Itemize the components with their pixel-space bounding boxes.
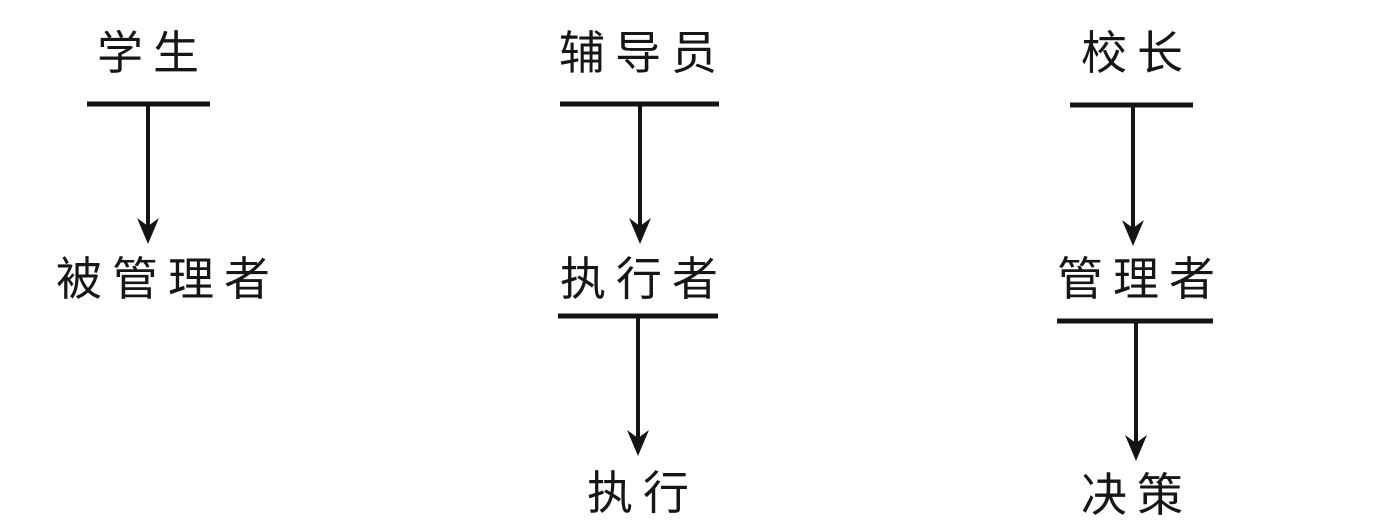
node-label-executor: 执行者 [560, 252, 728, 306]
node-label-managed: 被管理者 [56, 252, 280, 306]
connector-student [87, 101, 210, 244]
node-label-decision: 决策 [1081, 468, 1193, 522]
arrow-down-icon [1125, 435, 1147, 461]
arrow-down-icon [629, 218, 651, 244]
arrow-down-icon [1122, 220, 1144, 246]
node-label-student: 学生 [97, 26, 209, 80]
arrow-down-icon [137, 218, 159, 244]
node-label-manager: 管理者 [1057, 252, 1225, 306]
connector-principal-lower [1057, 318, 1213, 461]
connector-principal-upper [1070, 102, 1193, 246]
connector-counselor-lower [558, 313, 718, 456]
connector-counselor-upper [560, 101, 719, 244]
node-label-execute: 执行 [587, 466, 699, 520]
node-label-principal: 校长 [1081, 26, 1193, 80]
arrow-down-icon [627, 430, 649, 456]
node-label-counselor: 辅导员 [559, 26, 727, 80]
